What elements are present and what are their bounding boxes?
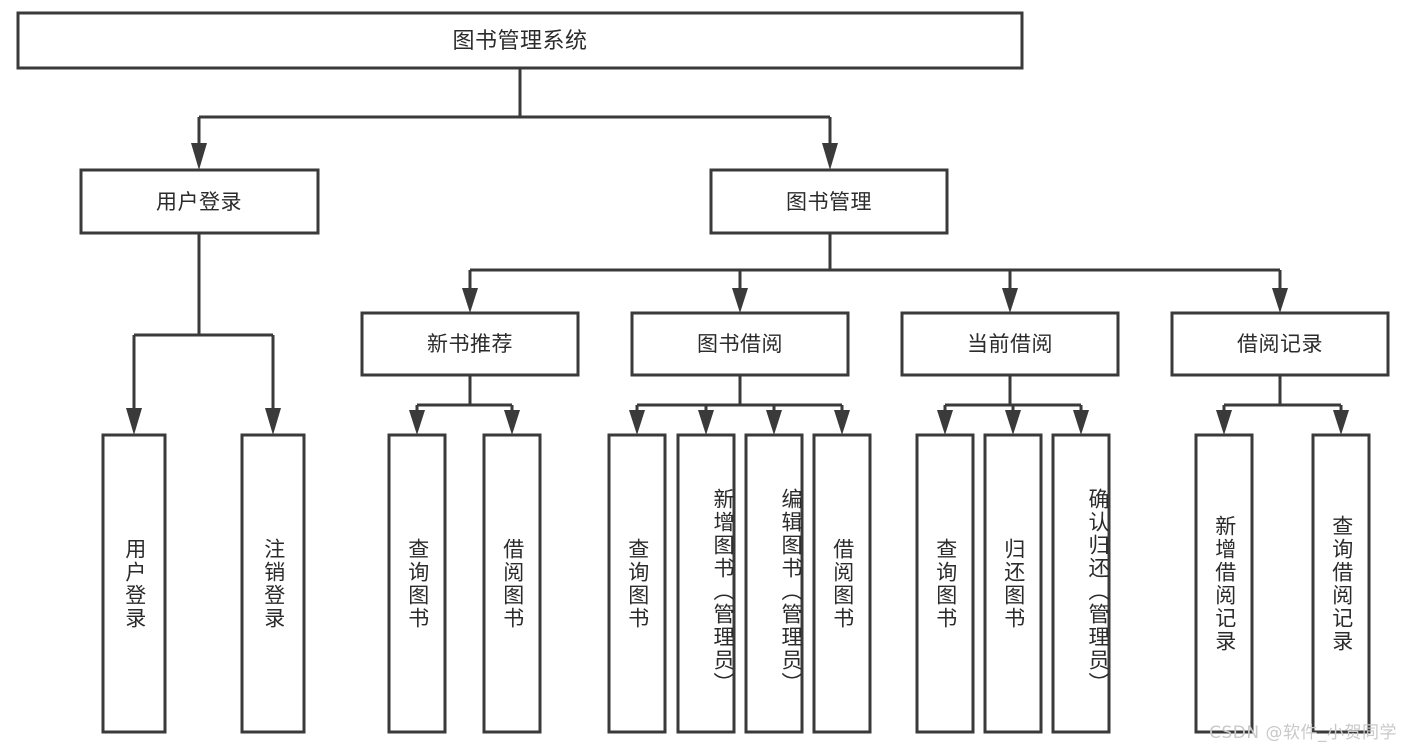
leaf-box-query-borrow-record[interactable] — [1311, 433, 1371, 734]
node-user-login-box — [79, 168, 320, 235]
node-user-login-label: 用户登录 — [156, 190, 242, 214]
leaf-box-query-book-1[interactable] — [387, 433, 447, 734]
leaf-label-borrow-book-1: 借阅图书 — [500, 537, 525, 630]
arrow-head-current-borrow — [1002, 288, 1018, 313]
node-user-login[interactable]: 用户登录 — [79, 168, 320, 235]
arrow-head-leaf-borrow-book-1 — [504, 410, 520, 435]
csdn-watermark: CSDN @软件_小贺同学 — [1209, 723, 1397, 743]
node-current-borrow-label: 当前借阅 — [967, 332, 1053, 356]
node-new-book-recommend-label: 新书推荐 — [427, 332, 513, 356]
node-book-management-box — [709, 168, 949, 235]
leaf-box-borrow-book-2[interactable] — [812, 433, 872, 734]
connector-group-current-borrow — [937, 375, 1089, 435]
arrow-head-leaf-query-book-1 — [409, 410, 425, 435]
node-borrow-record-label: 借阅记录 — [1237, 332, 1323, 356]
node-book-borrow-label: 图书借阅 — [697, 332, 783, 356]
leaf-label-query-book-3: 查询图书 — [933, 537, 958, 630]
arrow-head-leaf-query-record — [1333, 410, 1349, 435]
arrow-head-borrow-record — [1272, 288, 1288, 313]
arrow-head-leaf-user-login — [126, 408, 142, 435]
arrow-head-leaf-query-book-3 — [937, 410, 953, 435]
leaf-box-user-login[interactable] — [101, 433, 167, 734]
connector-group-user-login — [126, 233, 281, 435]
leaf-box-return-book[interactable] — [983, 433, 1043, 734]
leaf-label-confirm-return-admin: 确认归还（管理员） — [1086, 488, 1110, 695]
node-root-system-box — [16, 11, 1024, 70]
leaf-box-borrow-book-1[interactable] — [482, 433, 542, 734]
leaf-box-add-borrow-record[interactable] — [1194, 433, 1254, 734]
node-current-borrow[interactable]: 当前借阅 — [900, 311, 1120, 377]
leaf-label-user-login: 用户登录 — [122, 537, 147, 630]
arrow-head-leaf-add-book — [698, 410, 714, 435]
node-current-borrow-box — [900, 311, 1120, 377]
leaf-label-query-book-2: 查询图书 — [625, 537, 650, 630]
leaf-box-query-book-3[interactable] — [915, 433, 975, 734]
leaf-label-borrow-book-2: 借阅图书 — [830, 537, 855, 630]
arrow-head-user-login — [191, 143, 207, 170]
node-root-system-label: 图书管理系统 — [452, 29, 587, 54]
leaf-box-confirm-return-admin[interactable] — [1051, 433, 1111, 734]
connector-group-book-borrow — [629, 375, 850, 435]
leaf-box-query-book-2[interactable] — [607, 433, 667, 734]
node-new-book-recommend-box — [360, 311, 580, 377]
arrow-head-leaf-borrow-book-2 — [834, 410, 850, 435]
connector-group-borrow-record — [1216, 375, 1349, 435]
connector-group-new-book-rec — [409, 375, 520, 435]
arrow-head-leaf-logout — [265, 408, 281, 435]
node-book-borrow-box — [630, 311, 850, 377]
arrow-head-book-borrow — [732, 288, 748, 313]
connector-group-book-mgmt — [462, 233, 1288, 313]
leaf-box-add-book-admin[interactable] — [676, 433, 736, 734]
leaf-label-add-borrow-record: 新增借阅记录 — [1212, 514, 1237, 653]
arrow-head-new-book-rec — [462, 288, 478, 313]
node-book-management-label: 图书管理 — [786, 190, 872, 214]
node-borrow-record-box — [1170, 311, 1390, 377]
arrow-head-leaf-add-record — [1216, 410, 1232, 435]
node-borrow-record[interactable]: 借阅记录 — [1170, 311, 1390, 377]
leaf-label-edit-book-admin: 编辑图书（管理员） — [779, 488, 803, 695]
leaf-label-query-book-1: 查询图书 — [405, 537, 430, 630]
leaf-label-return-book: 归还图书 — [1001, 537, 1026, 630]
arrow-head-leaf-query-book-2 — [629, 410, 645, 435]
node-new-book-recommend[interactable]: 新书推荐 — [360, 311, 580, 377]
leaf-label-logout: 注销登录 — [261, 537, 286, 630]
leaf-box-logout[interactable] — [240, 433, 306, 734]
node-book-borrow[interactable]: 图书借阅 — [630, 311, 850, 377]
leaf-box-edit-book-admin[interactable] — [744, 433, 804, 734]
node-root-system[interactable]: 图书管理系统 — [16, 11, 1024, 70]
leaf-label-query-borrow-record: 查询借阅记录 — [1329, 514, 1354, 653]
node-book-management[interactable]: 图书管理 — [709, 168, 949, 235]
arrow-head-leaf-return-book — [1005, 410, 1021, 435]
connector-group-root — [191, 68, 838, 170]
leaf-boxes-group — [101, 433, 1371, 734]
arrow-head-leaf-edit-book — [766, 410, 782, 435]
arrow-head-book-mgmt — [822, 143, 838, 170]
leaf-label-add-book-admin: 新增图书（管理员） — [711, 488, 735, 695]
arrow-head-leaf-confirm-return — [1073, 410, 1089, 435]
